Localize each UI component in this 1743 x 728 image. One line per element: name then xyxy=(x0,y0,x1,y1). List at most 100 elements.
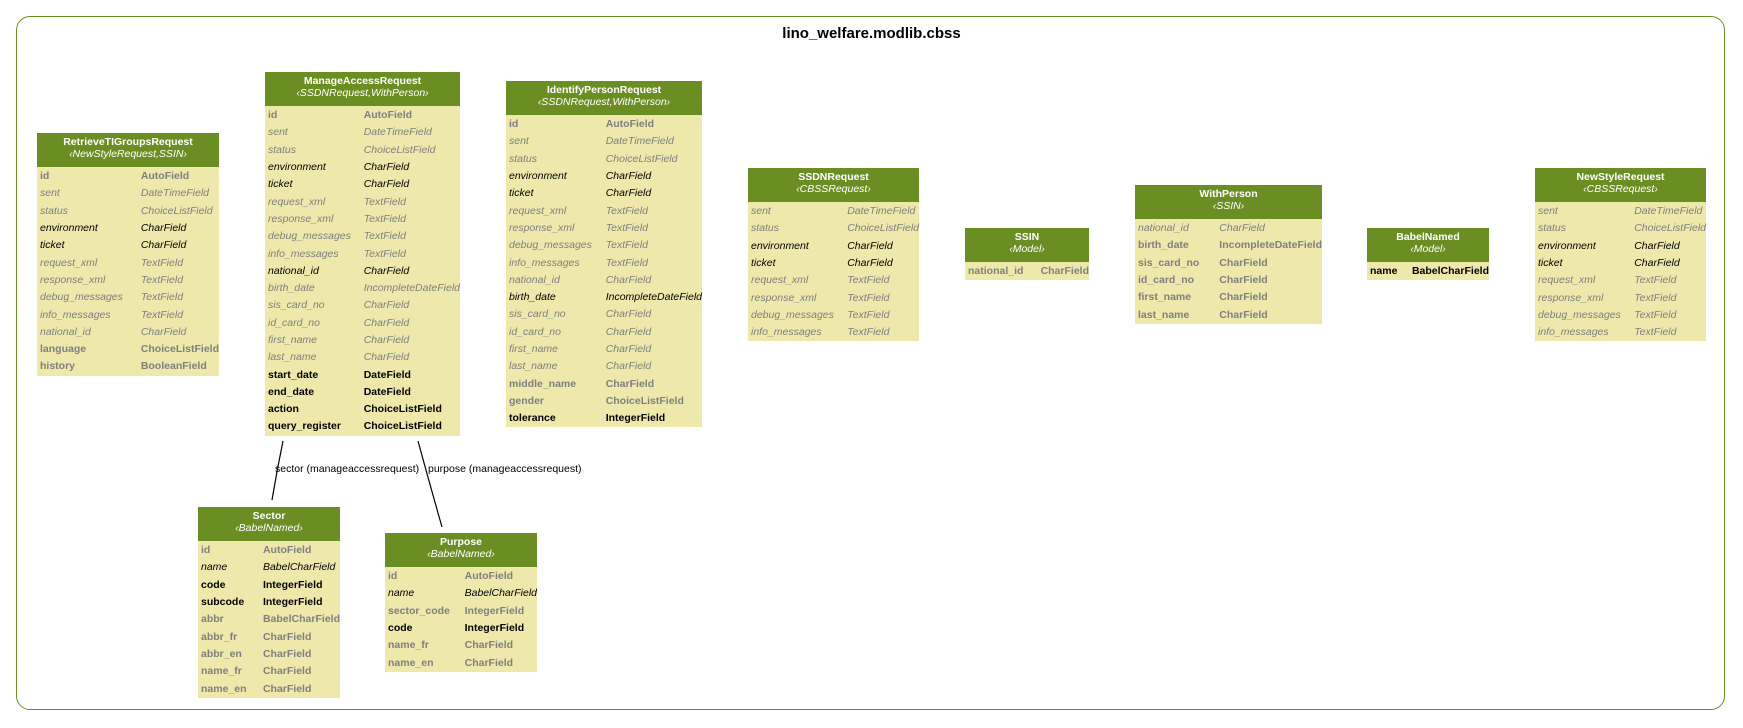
field-name: response_xml xyxy=(40,273,106,286)
field-name: debug_messages xyxy=(40,291,123,304)
field-type: IntegerField xyxy=(262,578,323,591)
field-type: IntegerField xyxy=(262,596,323,609)
field-name: id xyxy=(268,109,278,122)
model-bases: ‹BabelNamed› xyxy=(427,548,495,560)
field-name: environment xyxy=(40,222,98,235)
field-name: start_date xyxy=(268,368,319,381)
field-type: BabelCharField xyxy=(262,561,336,574)
field-name: code xyxy=(201,578,226,591)
field-table: national_id CharField xyxy=(965,263,1089,280)
field-name: abbr xyxy=(201,613,224,626)
field-name: status xyxy=(509,152,538,165)
cluster-frame xyxy=(16,16,1725,710)
field-type: CharField xyxy=(605,377,655,390)
field-name: request_xml xyxy=(40,256,98,269)
field-name: sent xyxy=(751,205,771,218)
field-name: response_xml xyxy=(751,291,817,304)
field-type: TextField xyxy=(605,204,648,217)
field-type: CharField xyxy=(847,239,893,252)
field-name: name xyxy=(201,561,228,574)
field-row: birth_date IncompleteDateField xyxy=(1135,237,1322,254)
field-name: name_fr xyxy=(388,639,429,652)
field-type: TextField xyxy=(140,256,184,269)
model-header: BabelNamed‹Model› xyxy=(1367,228,1489,262)
field-type: TextField xyxy=(847,291,890,304)
field-type: CharField xyxy=(140,239,187,252)
model-header: SSIN‹Model› xyxy=(965,228,1089,262)
model-name: WithPerson xyxy=(1199,188,1258,200)
model-header: SSDNRequest‹CBSSRequest› xyxy=(748,168,919,202)
field-name: status xyxy=(268,143,297,156)
field-name: national_id xyxy=(509,273,560,286)
edge-label-purpose: purpose (manageaccessrequest) xyxy=(428,463,582,475)
field-row: abbr BabelCharField xyxy=(198,611,340,628)
field-name: history xyxy=(40,360,76,373)
model-name: NewStyleRequest xyxy=(1576,171,1665,183)
field-name: id xyxy=(40,170,50,183)
model-bases: ‹SSIN› xyxy=(1212,200,1245,212)
field-name: national_id xyxy=(968,265,1024,278)
field-name: tolerance xyxy=(509,412,556,425)
field-type: DateField xyxy=(363,385,411,398)
field-name: info_messages xyxy=(751,326,822,339)
field-type: DateTimeField xyxy=(847,205,916,218)
field-name: birth_date xyxy=(509,291,556,304)
field-name: request_xml xyxy=(751,274,809,287)
field-type: CharField xyxy=(363,351,410,364)
field-type: TextField xyxy=(140,291,184,304)
field-name: middle_name xyxy=(509,377,577,390)
field-type: DateTimeField xyxy=(605,135,674,148)
field-type: CharField xyxy=(1040,265,1089,278)
field-type: IncompleteDateField xyxy=(1219,239,1322,252)
field-type: IncompleteDateField xyxy=(363,282,460,295)
field-name: last_name xyxy=(268,351,317,364)
field-name: birth_date xyxy=(1138,239,1189,252)
field-type: CharField xyxy=(140,222,187,235)
model-name: Sector xyxy=(252,510,286,522)
field-type: CharField xyxy=(1219,222,1265,235)
field-name: name xyxy=(388,587,415,600)
field-type: CharField xyxy=(605,325,652,338)
field-name: debug_messages xyxy=(509,239,592,252)
field-name: sent xyxy=(1538,205,1558,218)
field-name: debug_messages xyxy=(751,308,834,321)
field-type: TextField xyxy=(140,273,184,286)
model-bases: ‹SSDNRequest,WithPerson› xyxy=(296,87,429,99)
field-name: first_name xyxy=(268,334,318,346)
field-name: debug_messages xyxy=(268,230,351,243)
field-type: AutoField xyxy=(140,170,190,183)
field-type: BabelCharField xyxy=(262,613,340,626)
model-bases: ‹CBSSRequest› xyxy=(1583,183,1658,195)
field-type: CharField xyxy=(464,639,514,652)
field-row: id AutoField xyxy=(37,168,219,185)
field-type: CharField xyxy=(605,308,652,321)
field-type: AutoField xyxy=(262,544,312,557)
field-row: response_xml TextField xyxy=(748,289,919,306)
field-type: CharField xyxy=(605,187,652,200)
field-name: name_en xyxy=(201,682,247,695)
field-name: name_fr xyxy=(201,665,242,678)
